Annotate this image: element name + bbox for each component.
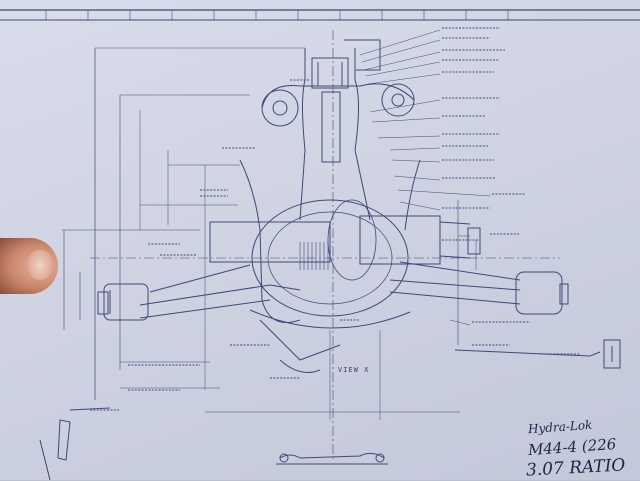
fingernail (28, 250, 52, 280)
finger (0, 238, 58, 294)
view-x-label: VIEW X (338, 366, 370, 374)
